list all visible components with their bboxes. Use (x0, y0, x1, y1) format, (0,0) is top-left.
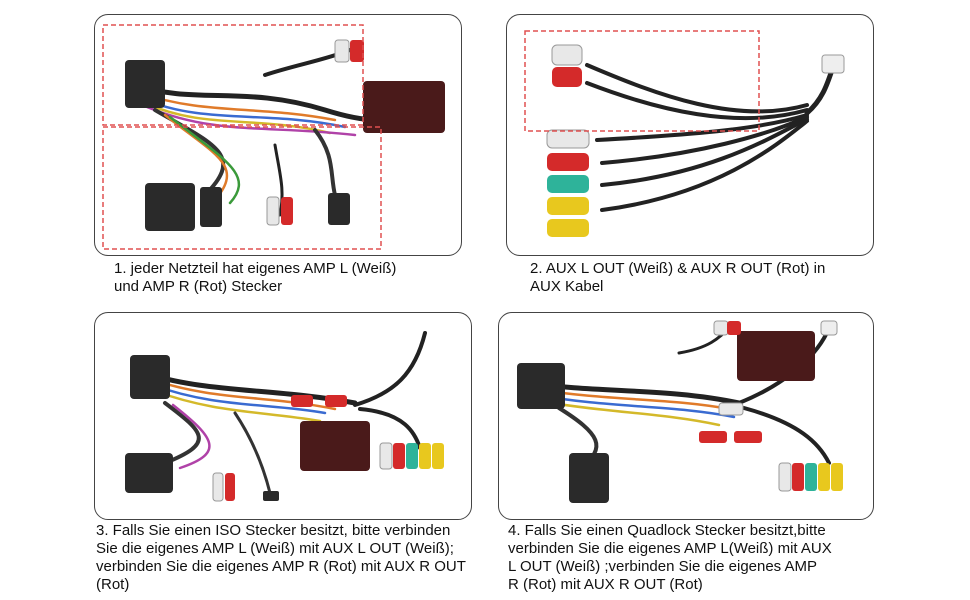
photo-panel-1 (94, 14, 462, 256)
harness-photo-1 (102, 24, 445, 250)
iso-connector (130, 355, 170, 399)
highlight-box-aux (524, 30, 760, 132)
caption-4: 4. Falls Sie einen Quadlock Stecker besi… (508, 522, 832, 593)
photo-panel-3 (94, 312, 472, 520)
caption-3: 3. Falls Sie einen ISO Stecker besitzt, … (96, 522, 466, 593)
caption-1: 1. jeder Netzteil hat eigenes AMP L (Wei… (114, 260, 397, 295)
aux-plug (821, 54, 845, 74)
control-box (363, 81, 445, 133)
highlight-box-amp (102, 24, 364, 126)
quadlock-harness-photo (517, 320, 843, 503)
iso-connector-bottom (145, 183, 195, 231)
photo-panel-4 (498, 312, 874, 520)
caption-2: 2. AUX L OUT (Weiß) & AUX R OUT (Rot) in… (530, 260, 826, 295)
photo-panel-2 (506, 14, 874, 256)
highlight-box-iso (102, 126, 382, 250)
aux-cable-photo (524, 30, 845, 237)
iso-harness-photo (125, 331, 444, 502)
control-box (737, 331, 815, 381)
quadlock-connector (517, 363, 565, 409)
control-box (300, 421, 370, 471)
iso-connector-top (125, 60, 165, 108)
